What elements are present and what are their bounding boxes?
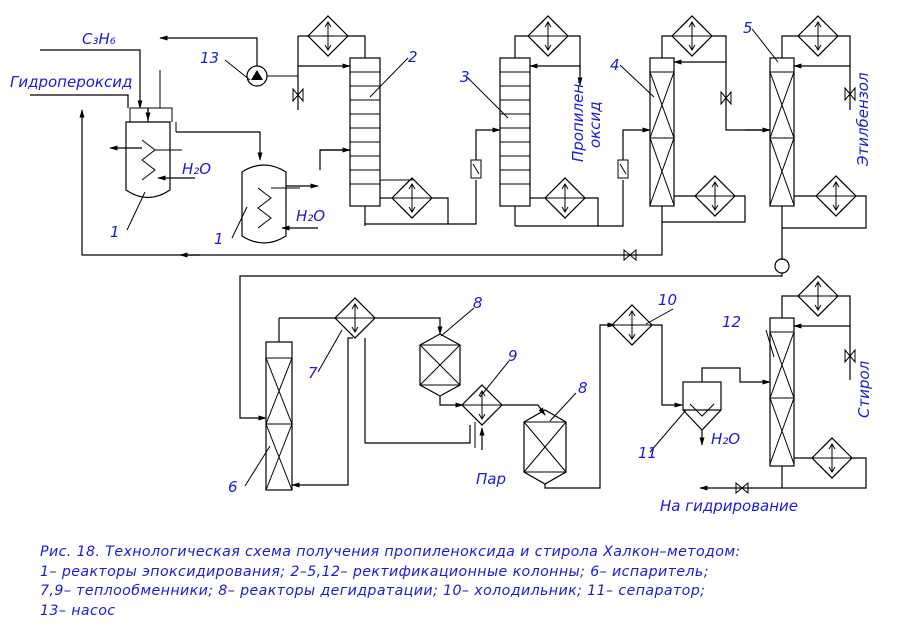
figure-caption: Рис. 18. Технологическая схема получения… — [40, 543, 890, 621]
diagram-canvas: C₃H₆ Гидропероксид H₂O H₂O H₂O Пар Пропи… — [10, 15, 873, 515]
evaporator-6 — [265, 318, 293, 491]
caption-line-3: 7,9– теплообменники; 8– реакторы дегидра… — [40, 583, 706, 599]
number-7: 7 — [308, 364, 318, 382]
number-3: 3 — [460, 68, 470, 86]
steam-label: Пар — [476, 470, 506, 488]
column-2 — [349, 48, 381, 226]
reactor-8b — [523, 409, 567, 485]
caption-line-4: 13– насос — [40, 602, 116, 619]
water-label-1: H₂O — [182, 160, 211, 178]
number-5: 5 — [743, 19, 753, 37]
hydrogenation-label: На гидрирование — [660, 497, 798, 515]
pump-13 — [246, 65, 268, 87]
pump-5 — [774, 258, 790, 274]
reactor-1a — [109, 108, 195, 199]
number-1a: 1 — [110, 223, 120, 241]
reactor-1b — [241, 164, 319, 244]
caption-line-2: 1– реакторы эпоксидирования; 2–5,12– рек… — [40, 563, 709, 580]
number-10: 10 — [658, 291, 677, 309]
number-2: 2 — [408, 48, 418, 66]
propylene-oxide-label: Пропилен- — [569, 78, 587, 162]
styrene-label: Стирол — [855, 360, 873, 418]
number-11: 11 — [638, 444, 657, 462]
reactor-8a — [419, 333, 461, 397]
number-4: 4 — [610, 56, 620, 74]
propene-label: C₃H₆ — [82, 30, 116, 48]
caption-line-1: Рис. 18. Технологическая схема получения… — [40, 544, 741, 560]
number-9: 9 — [508, 347, 518, 365]
column-3 — [499, 42, 531, 226]
column-4 — [649, 42, 675, 222]
number-13: 13 — [200, 49, 219, 67]
number-12: 12 — [722, 313, 741, 331]
water-label-2: H₂O — [296, 207, 325, 225]
hydroperoxide-label: Гидропероксид — [10, 73, 132, 91]
number-8b: 8 — [578, 379, 588, 397]
separator-11 — [682, 381, 722, 431]
ethylbenzene-label: Этилбензол — [854, 72, 872, 167]
number-8a: 8 — [473, 294, 483, 312]
column-5 — [769, 42, 795, 260]
number-1b: 1 — [214, 230, 224, 248]
propylene-oxide-label-2: оксид — [586, 101, 604, 148]
water-label-11: H₂O — [711, 430, 740, 448]
column-12 — [769, 300, 795, 488]
number-6: 6 — [228, 478, 238, 496]
